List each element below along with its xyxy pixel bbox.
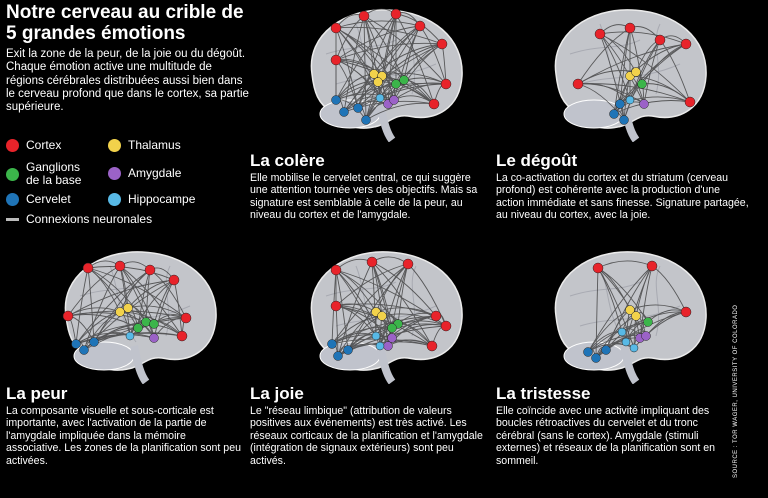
legend-connexions: Connexions neuronales: [6, 213, 152, 226]
peur-title: La peur: [6, 384, 68, 403]
legend-amygdale-label: Amygdale: [128, 166, 182, 180]
colere-title: La colère: [250, 151, 325, 170]
peur-description: La composante visuelle et sous-corticale…: [6, 405, 241, 467]
legend-cervelet-label: Cervelet: [26, 192, 71, 206]
thalamus-dot-icon: [108, 139, 121, 152]
connexion-line-icon: [6, 218, 19, 221]
cortex-dot-icon: [6, 139, 19, 152]
legend-ganglions: Ganglions de la base: [6, 161, 81, 187]
brain-tristesse-illustration: [554, 251, 707, 384]
amygdale-dot-icon: [108, 167, 121, 180]
source-credit: SOURCE : TOR WAGER, UNIVERSITY OF COLORA…: [733, 304, 739, 478]
tristesse-description: Elle coïncide avec une activité impliqua…: [496, 405, 716, 467]
hippocampe-dot-icon: [108, 193, 121, 206]
brain-peur-illustration: [62, 251, 217, 384]
legend-hippocampe-label: Hippocampe: [128, 192, 196, 206]
legend-connexions-label: Connexions neuronales: [26, 212, 153, 226]
intro-text: Exit la zone de la peur, de la joie ou d…: [6, 48, 249, 114]
legend: Cortex Thalamus Ganglions de la base Amy…: [6, 136, 246, 228]
legend-thalamus-label: Thalamus: [128, 138, 181, 152]
degout-title: Le dégoût: [496, 151, 578, 170]
joie-description: Le "réseau limbique" (attribution de val…: [250, 405, 483, 467]
page-title: Notre cerveau au crible de 5 grandes émo…: [6, 2, 244, 44]
legend-ganglions-label: Ganglions de la base: [26, 160, 82, 187]
legend-cervelet: Cervelet: [6, 193, 71, 206]
legend-thalamus: Thalamus: [108, 139, 181, 152]
degout-description: La co-activation du cortex et du striatu…: [496, 172, 749, 222]
legend-amygdale: Amygdale: [108, 167, 181, 180]
tristesse-title: La tristesse: [496, 384, 591, 403]
brain-colere-illustration: [310, 8, 463, 142]
colere-description: Elle mobilise le cervelet central, ce qu…: [250, 172, 478, 222]
brain-degout-illustration: [554, 9, 707, 142]
legend-cortex: Cortex: [6, 139, 61, 152]
ganglions-dot-icon: [6, 167, 19, 181]
legend-cortex-label: Cortex: [26, 138, 62, 152]
brain-joie-illustration: [310, 251, 463, 384]
joie-title: La joie: [250, 384, 304, 403]
legend-hippocampe: Hippocampe: [108, 193, 195, 206]
cervelet-dot-icon: [6, 193, 19, 206]
